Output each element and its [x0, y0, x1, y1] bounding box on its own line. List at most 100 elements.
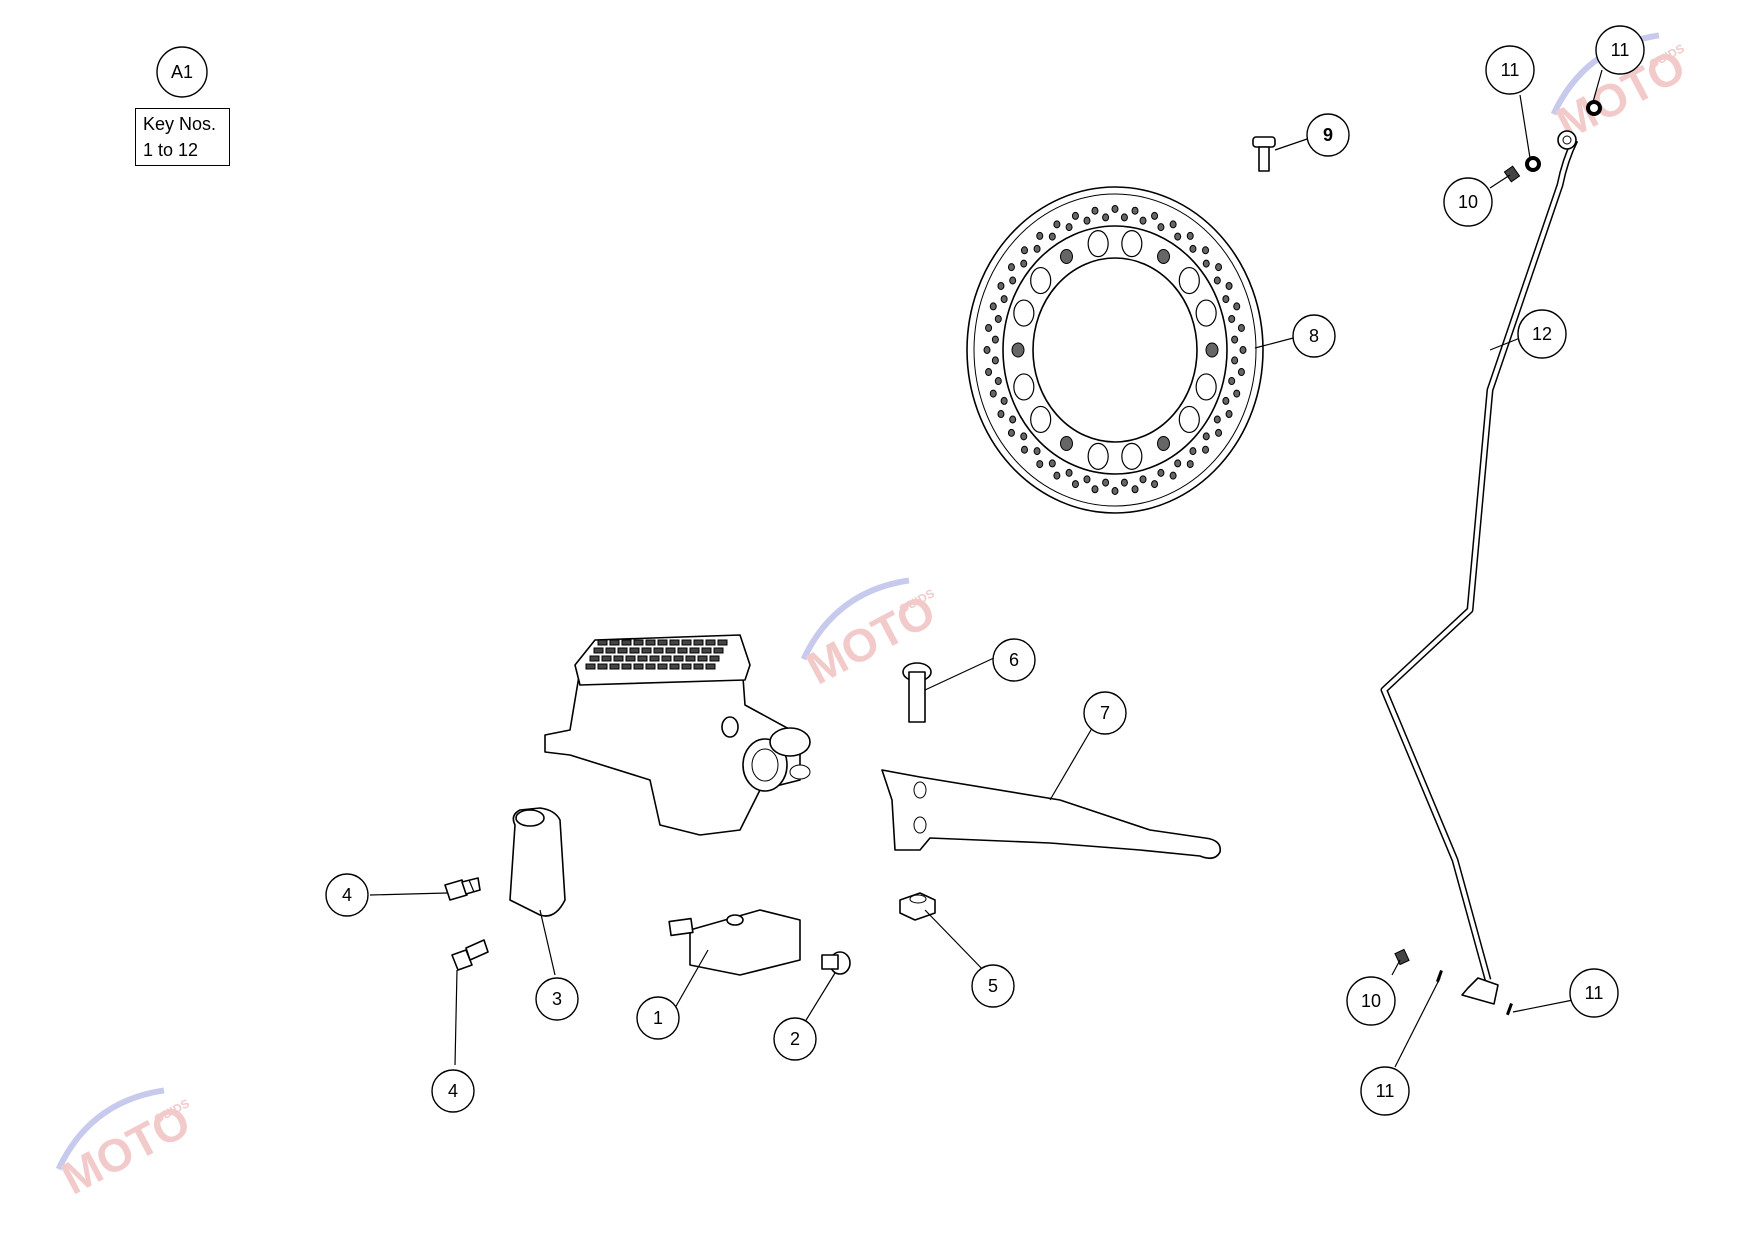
disc-drill-holes: [983, 205, 1247, 495]
reservoir-rib: [597, 663, 608, 670]
drill-hole: [1120, 213, 1128, 222]
reservoir-rib: [657, 639, 668, 646]
reservoir-rib: [653, 647, 664, 654]
brake-lever: [881, 769, 1222, 860]
leader-line: [1274, 137, 1311, 151]
drill-hole: [1202, 259, 1210, 268]
leader-line: [1592, 69, 1603, 103]
leader-line: [1254, 336, 1298, 349]
callout-11: 11: [1485, 45, 1535, 95]
reservoir-rib: [701, 647, 712, 654]
carrier-hole: [1195, 299, 1217, 327]
drill-hole: [1131, 485, 1139, 494]
svg-text:11: 11: [1501, 60, 1520, 80]
drill-hole: [1189, 447, 1197, 456]
callout-11: 11: [1595, 25, 1645, 75]
callout-10: 10: [1346, 976, 1396, 1026]
callout-6: 6: [992, 638, 1036, 682]
callout-12: 12: [1517, 309, 1567, 359]
reservoir-rib: [617, 647, 628, 654]
svg-text:6: 6: [1009, 650, 1019, 670]
svg-text:10: 10: [1458, 192, 1478, 212]
drill-hole: [1036, 460, 1044, 469]
drill-hole: [1120, 478, 1128, 487]
reservoir-rib: [585, 663, 596, 670]
drill-hole: [1007, 428, 1015, 437]
drill-hole: [1007, 263, 1015, 272]
drill-hole: [1157, 223, 1165, 232]
carrier-hole: [1157, 436, 1170, 452]
drill-hole: [1091, 485, 1099, 494]
carrier-hole: [1013, 299, 1035, 327]
bleed-nipple: [1503, 165, 1521, 183]
carrier-hole: [1178, 266, 1200, 295]
drill-hole: [985, 368, 993, 377]
drill-hole: [1048, 459, 1056, 468]
drill-hole: [1231, 335, 1239, 344]
watermark-logo: MOTO GUIDS: [53, 1087, 198, 1204]
leader-line: [1391, 959, 1401, 976]
callout-11: 11: [1360, 1066, 1410, 1116]
drill-hole: [1009, 415, 1017, 424]
leader-line: [924, 909, 989, 976]
key-numbers-box: Key Nos. 1 to 12: [135, 108, 230, 166]
reservoir-rib: [605, 647, 616, 654]
reservoir-rib: [645, 639, 656, 646]
diagram-ref-badge: A1: [156, 46, 208, 98]
reservoir-rib: [641, 647, 652, 654]
reservoir-rib: [661, 655, 672, 662]
drill-hole: [1202, 246, 1210, 255]
drill-hole: [1186, 460, 1194, 469]
svg-text:2: 2: [790, 1029, 800, 1049]
svg-text:11: 11: [1611, 40, 1630, 60]
drill-hole: [1139, 475, 1147, 484]
drill-hole: [1213, 415, 1221, 424]
drill-hole: [1020, 246, 1028, 255]
drill-hole: [1215, 428, 1223, 437]
drill-hole: [1053, 220, 1061, 229]
carrier-hole: [1157, 248, 1170, 264]
drill-hole: [1237, 323, 1245, 332]
reservoir-rib: [625, 655, 636, 662]
reservoir-rib: [609, 639, 620, 646]
drill-hole: [1091, 206, 1099, 215]
svg-text:1: 1: [653, 1008, 663, 1028]
svg-text:11: 11: [1585, 983, 1604, 1003]
callout-7: 7: [1083, 691, 1127, 735]
drill-hole: [1102, 478, 1110, 487]
drill-hole: [1228, 377, 1236, 386]
reservoir-rib: [637, 655, 648, 662]
reservoir-rib: [693, 639, 704, 646]
drill-hole: [1202, 445, 1210, 454]
leader-line: [1394, 977, 1441, 1068]
disc-bolt: [1252, 136, 1276, 172]
carrier-hole: [1178, 405, 1200, 434]
bleed-nipple: [1394, 948, 1410, 966]
clamp-bolt: [444, 877, 481, 901]
drill-hole: [1033, 244, 1041, 253]
drill-hole: [1228, 314, 1236, 323]
reservoir-rib: [633, 639, 644, 646]
callout-8: 8: [1292, 314, 1336, 358]
reservoir-rib: [593, 647, 604, 654]
reservoir-rib: [629, 647, 640, 654]
disc-carrier-holes: [1011, 230, 1219, 470]
reservoir-rib: [645, 663, 656, 670]
carrier-hole: [1087, 230, 1109, 258]
carrier-hole: [1011, 342, 1025, 358]
reservoir-cap-ribs: [585, 639, 728, 670]
leader-line: [1519, 94, 1531, 159]
drill-hole: [991, 335, 999, 344]
handlebar-clamp: [509, 807, 566, 917]
svg-text:12: 12: [1532, 324, 1552, 344]
drill-hole: [994, 314, 1002, 323]
svg-text:4: 4: [342, 885, 352, 905]
drill-hole: [1222, 295, 1230, 304]
drill-hole: [1083, 216, 1091, 225]
drill-hole: [1174, 232, 1182, 241]
callout-4: 4: [325, 873, 369, 917]
reservoir-rib: [689, 647, 700, 654]
drill-hole: [997, 410, 1005, 419]
callout-10: 10: [1443, 177, 1493, 227]
reservoir-rib: [669, 663, 680, 670]
